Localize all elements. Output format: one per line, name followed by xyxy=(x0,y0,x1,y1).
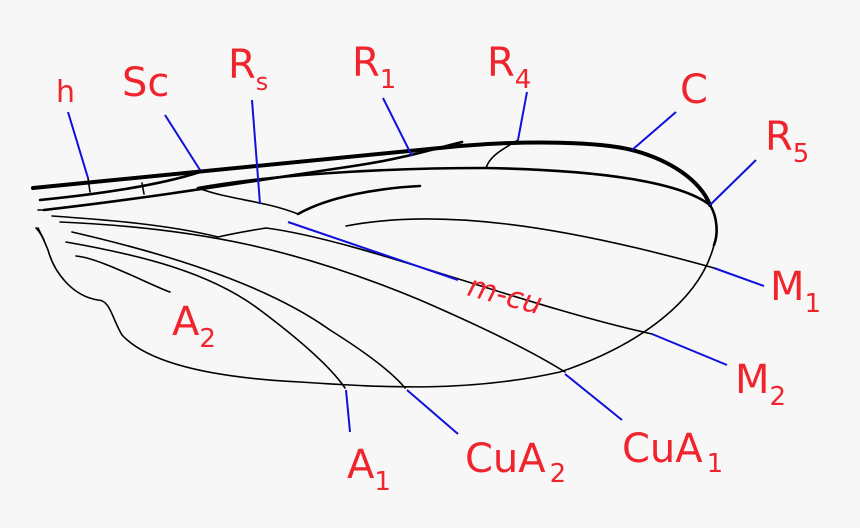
label-cua1-sub: 1 xyxy=(707,449,724,479)
label-rs-base: R xyxy=(228,42,256,88)
label-m2: M2 xyxy=(735,357,786,412)
label-r1: R1 xyxy=(352,40,396,95)
wing-veins xyxy=(31,139,718,389)
leader-cua1 xyxy=(564,373,623,421)
label-r1-sub: 1 xyxy=(380,65,397,95)
m1-vein xyxy=(345,218,715,269)
a2-vein xyxy=(75,255,171,293)
sc-crossvein xyxy=(141,182,145,195)
label-cua2-sub: 2 xyxy=(550,459,567,489)
wing-apex-margin xyxy=(708,203,718,247)
rs-vein xyxy=(197,187,299,215)
label-a1-sub: 1 xyxy=(374,467,391,497)
cua2-vein xyxy=(71,231,406,389)
label-a2: A2 xyxy=(172,299,216,354)
label-a2-base: A xyxy=(172,299,200,345)
label-c: C xyxy=(680,67,708,113)
label-r5: R5 xyxy=(765,114,809,169)
posterior-margin xyxy=(37,227,715,388)
leader-r1 xyxy=(382,97,413,157)
cubitus-stem xyxy=(51,215,219,238)
leader-mcu xyxy=(287,221,459,281)
label-h: h xyxy=(56,75,75,110)
m-cu-crossvein xyxy=(217,227,267,238)
label-m1-sub: 1 xyxy=(805,289,822,319)
label-a1: A1 xyxy=(347,442,391,497)
leader-rs xyxy=(251,99,261,205)
leader-r5 xyxy=(709,159,757,206)
label-a2-sub: 2 xyxy=(199,324,216,354)
r5-vein xyxy=(196,166,712,207)
label-rs-sub: s xyxy=(256,68,269,96)
label-r4-sub: 4 xyxy=(515,65,532,95)
leader-cua2 xyxy=(406,389,459,435)
label-cua1-base: CuA xyxy=(622,426,703,472)
label-a1-base: A xyxy=(347,442,375,488)
r1-vein xyxy=(42,140,464,212)
leader-h xyxy=(67,111,89,179)
label-r4: R4 xyxy=(487,40,531,95)
label-r4-base: R xyxy=(487,40,515,86)
label-m1-base: M xyxy=(770,264,805,310)
label-m2-sub: 2 xyxy=(770,382,787,412)
cua1-vein xyxy=(59,221,566,373)
leader-a1 xyxy=(345,389,351,433)
label-m1: M1 xyxy=(770,264,821,319)
label-cua2-base: CuA xyxy=(465,436,546,482)
basal-stubs xyxy=(35,209,49,241)
label-rs: Rs xyxy=(228,42,268,96)
label-mcu: m-cu xyxy=(464,269,546,322)
costa-vein xyxy=(31,140,712,207)
leader-m2 xyxy=(651,333,728,366)
leader-lines xyxy=(67,91,765,435)
label-m2-base: M xyxy=(735,357,770,403)
leader-r4 xyxy=(517,91,528,141)
leader-sc xyxy=(164,114,201,171)
label-r5-sub: 5 xyxy=(793,139,810,169)
rs-bridge xyxy=(296,184,422,216)
a1-vein xyxy=(65,241,346,389)
leader-c xyxy=(631,111,677,151)
label-r5-base: R xyxy=(765,114,793,160)
r4-branch xyxy=(485,139,519,169)
leader-m1 xyxy=(713,267,765,287)
subcosta-vein xyxy=(38,170,202,202)
label-sc: Sc xyxy=(122,60,169,106)
humeral-crossvein xyxy=(87,177,91,193)
label-r1-base: R xyxy=(352,40,380,86)
